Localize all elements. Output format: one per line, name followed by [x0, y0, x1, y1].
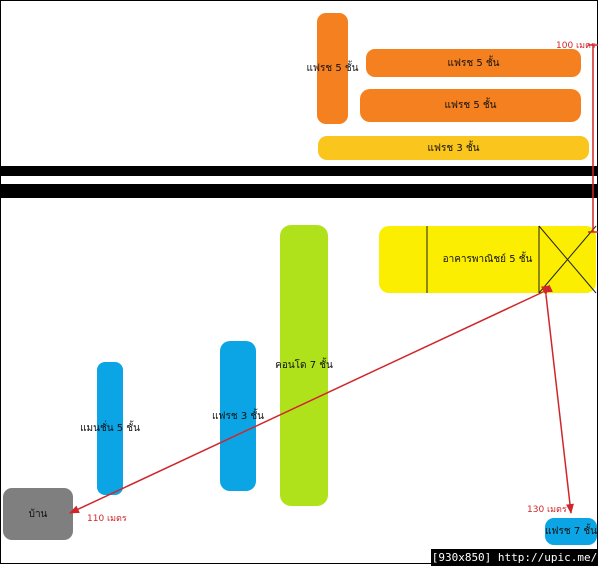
- road-bottom-edge: [0, 184, 598, 198]
- house: บ้าน: [3, 488, 73, 540]
- measure-100m-label: 100 เมตร: [556, 41, 596, 51]
- measure-110m-label: 110 เมตร: [87, 514, 127, 524]
- road-top-edge: [0, 166, 598, 176]
- building-label: บ้าน: [28, 508, 48, 520]
- image-host-footer: [930x850] http://upic.me/: [431, 549, 598, 566]
- building-label: อาคารพาณิชย์ 5 ชั้น: [442, 254, 533, 265]
- building-label: แฟรช 5 ชั้น: [447, 57, 500, 69]
- commercial-building: อาคารพาณิชย์ 5 ชั้น: [379, 226, 596, 293]
- route-to-house-arrow: [69, 284, 553, 514]
- flat-7-floor: แฟรช 7 ชั้น: [545, 518, 597, 545]
- building-label: แฟรช 5 ชั้น: [306, 63, 359, 74]
- building-label: แฟรช 7 ชั้น: [544, 526, 598, 537]
- flat-5-floor-a: แฟรช 5 ชั้น: [366, 49, 581, 77]
- flat-3-floor-top: แฟรช 3 ชั้น: [318, 136, 589, 160]
- building-label: แฟรช 5 ชั้น: [444, 100, 497, 111]
- flat-5-floor-b: แฟรช 5 ชั้น: [360, 89, 581, 122]
- commercial-cross-b: [538, 225, 597, 294]
- building-label: แฟรช 3 ชั้น: [427, 142, 480, 154]
- route-to-flat7-arrow: [541, 285, 574, 514]
- measure-130m-label: 130 เมตร: [527, 505, 567, 515]
- flat-5-floor-vertical: แฟรช 5 ชั้น: [306, 13, 359, 124]
